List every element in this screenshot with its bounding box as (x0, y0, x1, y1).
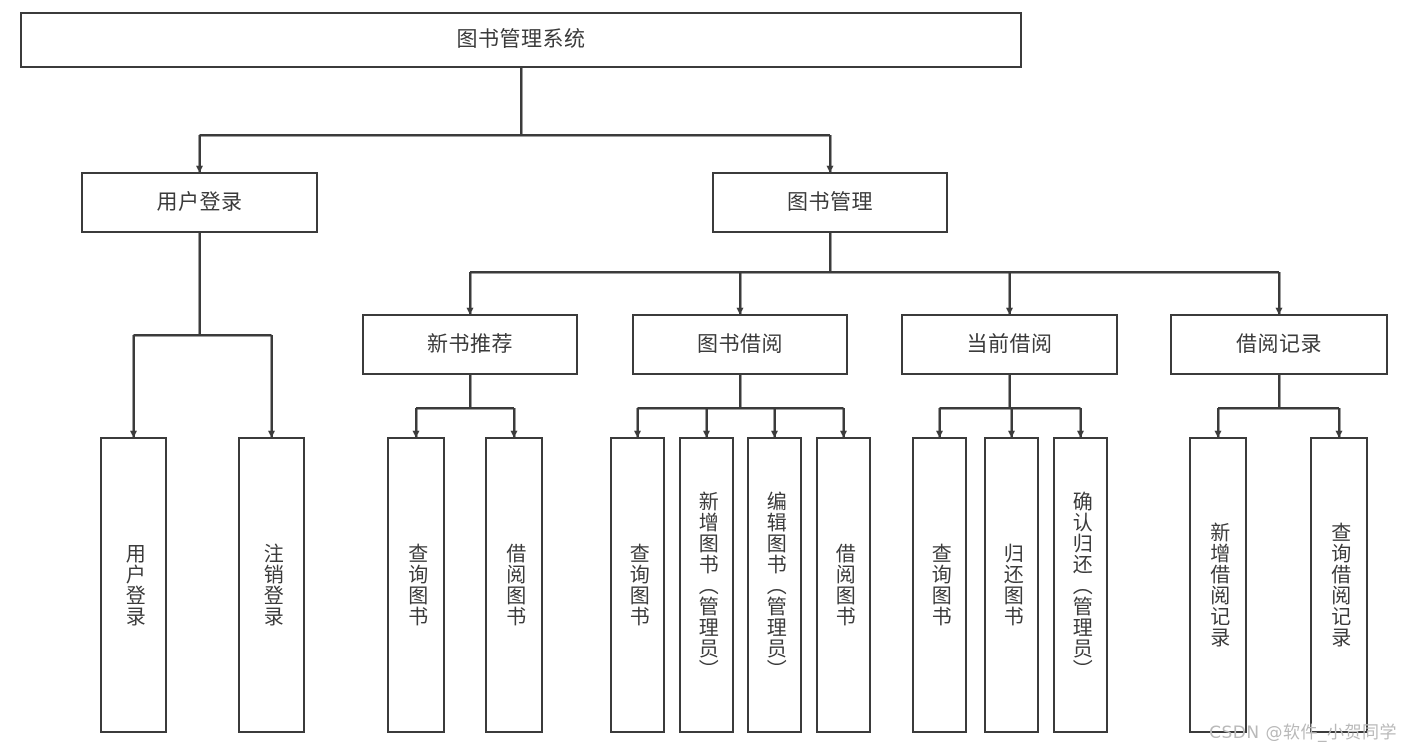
node-label: 查询图书 (928, 543, 953, 627)
node-label: 查询借阅记录 (1327, 522, 1352, 648)
node-leaf_7[interactable]: 借阅图书 (816, 437, 871, 733)
node-l2_0[interactable]: 新书推荐 (362, 314, 578, 375)
node-label: 注销登录 (260, 543, 285, 627)
node-label: 确认归还（管理员） (1069, 490, 1094, 680)
node-label: 借阅图书 (832, 543, 857, 627)
node-label: 用户登录 (156, 189, 243, 214)
node-label: 当前借阅 (966, 331, 1053, 356)
node-l1_1[interactable]: 图书管理 (712, 172, 948, 233)
node-label: 借阅图书 (502, 543, 527, 627)
node-label: 借阅记录 (1236, 331, 1322, 356)
node-l2_3[interactable]: 借阅记录 (1170, 314, 1388, 375)
node-l2_1[interactable]: 图书借阅 (632, 314, 848, 375)
node-label: 查询图书 (404, 543, 429, 627)
node-label: 新书推荐 (427, 331, 513, 356)
node-leaf_12[interactable]: 查询借阅记录 (1310, 437, 1368, 733)
node-l1_0[interactable]: 用户登录 (81, 172, 318, 233)
node-leaf_3[interactable]: 借阅图书 (485, 437, 543, 733)
node-leaf_2[interactable]: 查询图书 (387, 437, 445, 733)
node-leaf_9[interactable]: 归还图书 (984, 437, 1039, 733)
node-label: 归还图书 (1000, 543, 1025, 627)
node-label: 图书管理系统 (456, 27, 586, 52)
node-root[interactable]: 图书管理系统 (20, 12, 1022, 68)
node-label: 用户登录 (122, 543, 147, 627)
node-leaf_1[interactable]: 注销登录 (238, 437, 305, 733)
node-leaf_4[interactable]: 查询图书 (610, 437, 665, 733)
node-leaf_0[interactable]: 用户登录 (100, 437, 167, 733)
node-label: 图书借阅 (697, 331, 783, 356)
node-leaf_6[interactable]: 编辑图书（管理员） (747, 437, 802, 733)
node-leaf_5[interactable]: 新增图书（管理员） (679, 437, 734, 733)
node-label: 查询图书 (626, 543, 651, 627)
node-l2_2[interactable]: 当前借阅 (901, 314, 1118, 375)
node-label: 编辑图书（管理员） (763, 490, 788, 680)
node-label: 新增图书（管理员） (695, 490, 720, 680)
node-label: 新增借阅记录 (1206, 522, 1231, 648)
node-leaf_8[interactable]: 查询图书 (912, 437, 967, 733)
node-label: 图书管理 (787, 189, 873, 214)
node-leaf_10[interactable]: 确认归还（管理员） (1053, 437, 1108, 733)
node-leaf_11[interactable]: 新增借阅记录 (1189, 437, 1247, 733)
